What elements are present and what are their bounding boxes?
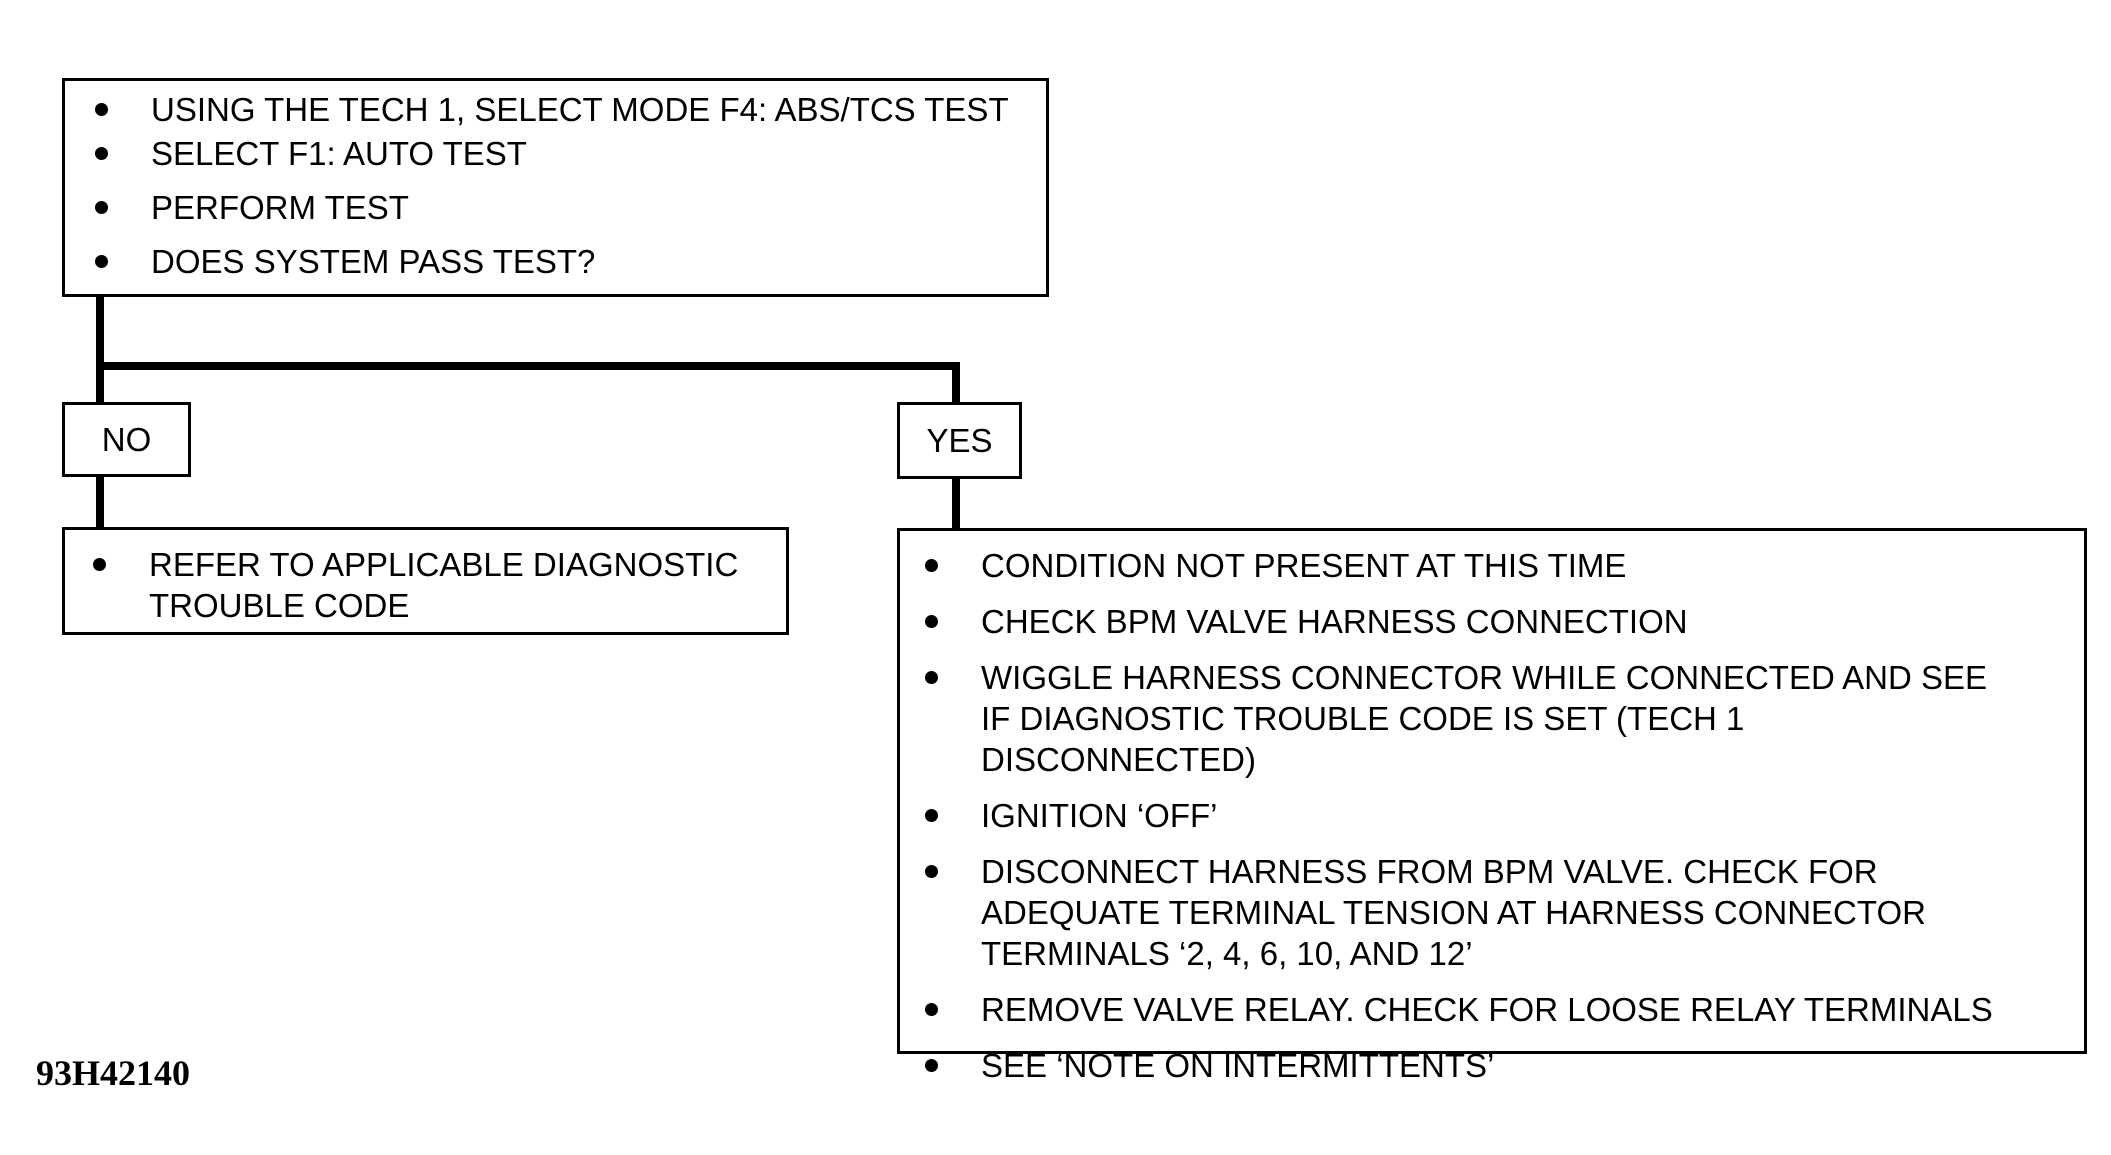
- start-step: PERFORM TEST: [65, 187, 1046, 228]
- no-result-box: REFER TO APPLICABLE DIAGNOSTIC TROUBLE C…: [62, 527, 789, 635]
- no-branch-label: NO: [62, 402, 191, 477]
- connector-yes-drop: [952, 362, 960, 404]
- yes-result-step: IGNITION ‘OFF’: [900, 795, 2084, 836]
- connector-no-to-result: [96, 476, 104, 529]
- yes-branch-label: YES: [897, 402, 1022, 479]
- start-decision-box: USING THE TECH 1, SELECT MODE F4: ABS/TC…: [62, 78, 1049, 297]
- yes-result-list: CONDITION NOT PRESENT AT THIS TIME CHECK…: [900, 545, 2084, 1086]
- connector-yes-to-result: [952, 478, 960, 530]
- start-step: SELECT F1: AUTO TEST: [65, 133, 1046, 174]
- yes-result-step: SEE ‘NOTE ON INTERMITTENTS’: [900, 1045, 2084, 1086]
- connector-trunk: [96, 296, 104, 404]
- yes-result-step: DISCONNECT HARNESS FROM BPM VALVE. CHECK…: [900, 851, 2051, 974]
- yes-result-step: CONDITION NOT PRESENT AT THIS TIME: [900, 545, 2084, 586]
- no-result-list: REFER TO APPLICABLE DIAGNOSTIC TROUBLE C…: [65, 544, 786, 626]
- yes-result-step: REMOVE VALVE RELAY. CHECK FOR LOOSE RELA…: [900, 989, 2084, 1030]
- start-step: DOES SYSTEM PASS TEST?: [65, 241, 1046, 282]
- yes-result-step: WIGGLE HARNESS CONNECTOR WHILE CONNECTED…: [900, 657, 2021, 780]
- yes-result-step: CHECK BPM VALVE HARNESS CONNECTION: [900, 601, 2084, 642]
- start-step: USING THE TECH 1, SELECT MODE F4: ABS/TC…: [65, 89, 1046, 130]
- yes-result-box: CONDITION NOT PRESENT AT THIS TIME CHECK…: [897, 528, 2087, 1084]
- start-step-list: USING THE TECH 1, SELECT MODE F4: ABS/TC…: [65, 89, 1046, 282]
- figure-id: 93H42140: [36, 1053, 191, 1093]
- connector-horizontal: [96, 362, 960, 370]
- no-result-step: REFER TO APPLICABLE DIAGNOSTIC TROUBLE C…: [65, 544, 749, 626]
